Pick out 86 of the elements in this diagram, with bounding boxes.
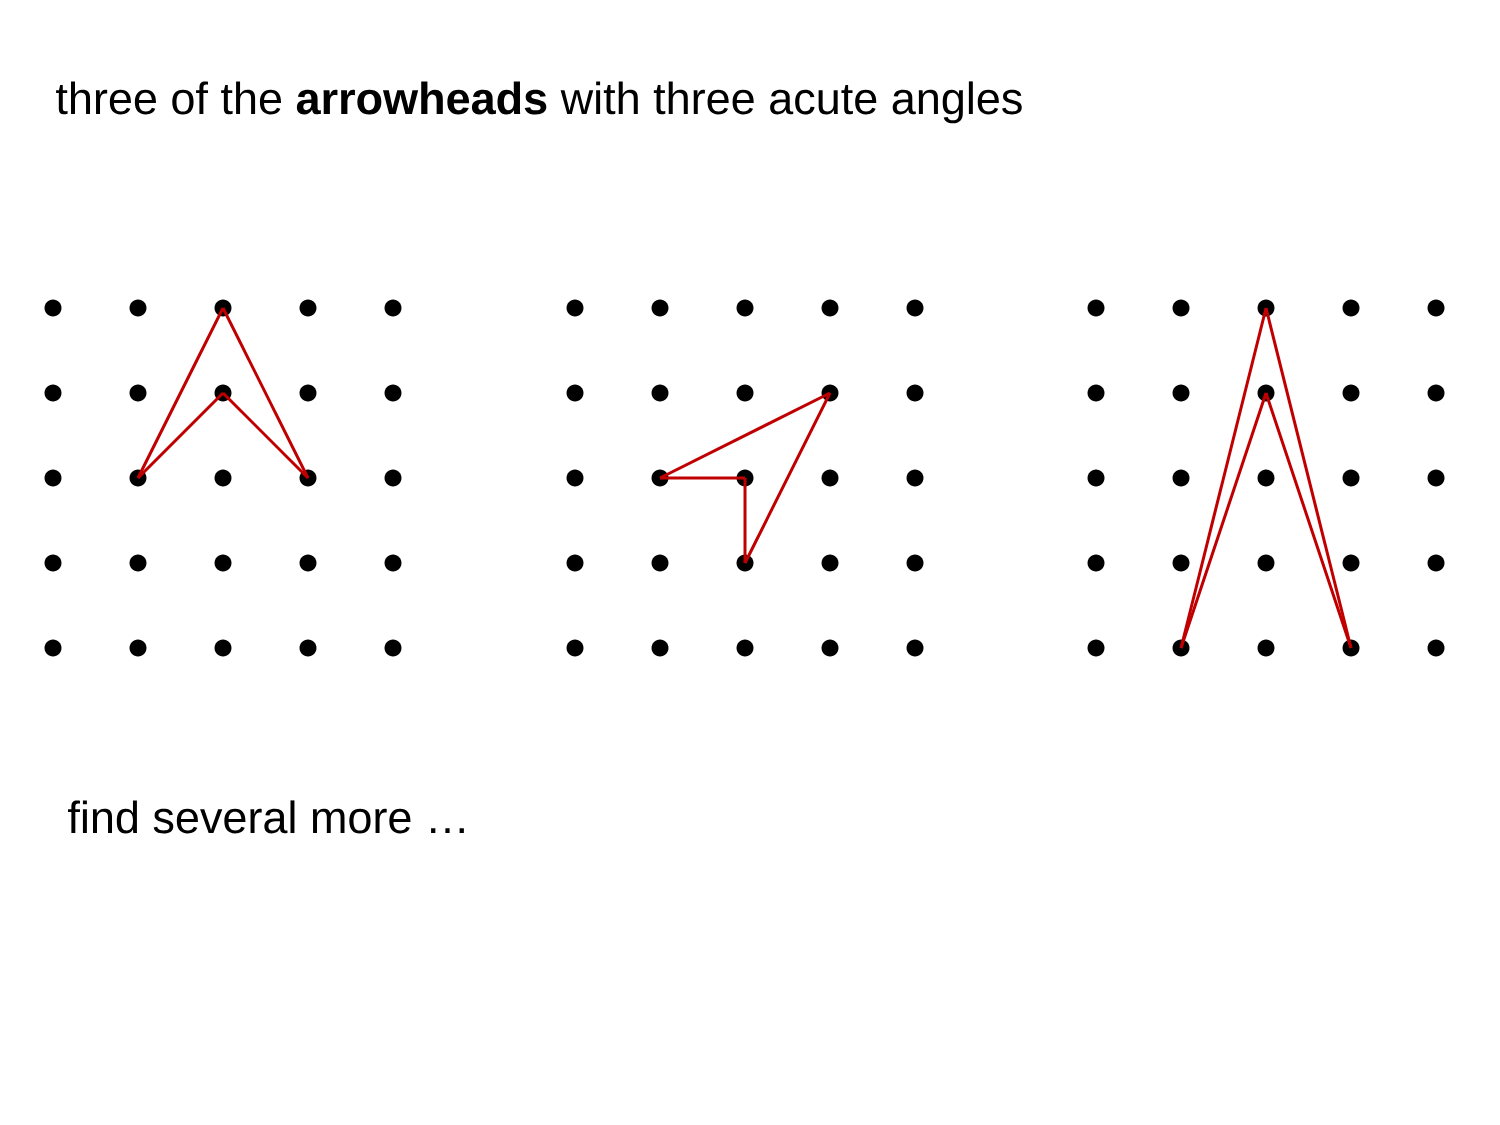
grid-dot [299,299,317,317]
grid-dot [906,639,924,657]
grid-dot [44,384,62,402]
grid-dot [736,384,754,402]
polygon-side [1264,307,1353,649]
grid-dot [384,469,402,487]
grid-dot [214,554,232,572]
grid-dot [651,469,669,487]
grid-dot [1427,554,1445,572]
grid-dot [1427,639,1445,657]
grid-dot [1427,469,1445,487]
polygon-side [743,478,747,563]
grid-dot [299,384,317,402]
grid-dot [1427,299,1445,317]
grid-dot [1172,469,1190,487]
grid-dot [44,469,62,487]
grid-dot [1087,384,1105,402]
grid-dot [44,554,62,572]
grid-dot [1257,554,1275,572]
polygon-side [1179,392,1268,649]
grid-dot [736,639,754,657]
grid-dot [1087,469,1105,487]
grid-dot [1257,384,1275,402]
grid-dot [651,299,669,317]
grid-dot [1172,554,1190,572]
grid-dot [214,299,232,317]
grid-dot [1172,299,1190,317]
grid-dot [1257,299,1275,317]
grid-dot [299,639,317,657]
grid-dot [821,469,839,487]
grid-dot [906,299,924,317]
grid-dot [906,469,924,487]
grid-dot [384,554,402,572]
grid-dot [1257,469,1275,487]
grid-dot [1257,639,1275,657]
grid-dot [1172,384,1190,402]
grid-dot [1342,384,1360,402]
grid-dot [129,384,147,402]
grid-dot [566,299,584,317]
grid-dot [129,639,147,657]
grid-dot [566,639,584,657]
grid-dot [44,299,62,317]
grid-dot [129,554,147,572]
grid-dot [129,299,147,317]
grid-dot [1342,469,1360,487]
grid-dot [821,384,839,402]
grid-dot [821,299,839,317]
grid-dot [214,469,232,487]
grid-dot [214,639,232,657]
polygon-side [221,391,310,480]
grid-dot [906,554,924,572]
grid-dot [1342,299,1360,317]
grid-dot [299,554,317,572]
polygon-side [743,392,832,564]
title: three of the arrowheads with three acute angles [56,81,1022,124]
grid-dot [44,639,62,657]
polygon-side [221,307,310,479]
grid-dot [566,554,584,572]
grid-dot [736,299,754,317]
grid-dot [821,639,839,657]
grid-dot [1427,384,1445,402]
grid-dot [736,469,754,487]
polygon-side [136,391,225,480]
note: find several more … [68,800,464,834]
grid-dot [651,554,669,572]
grid-dot [1087,639,1105,657]
grid-dot [129,469,147,487]
grid-dot [214,384,232,402]
grid-dot [566,384,584,402]
grid-dot [384,299,402,317]
grid-dot [1087,299,1105,317]
grid-dot [299,469,317,487]
grid-dot [906,384,924,402]
polygon-side [660,476,745,480]
grid-dot [566,469,584,487]
grid-dot [651,639,669,657]
grid-dot [384,639,402,657]
grid-dot [1087,554,1105,572]
grid-dot [736,554,754,572]
grid-dot [384,384,402,402]
grid-dot [1342,639,1360,657]
grid-dot [1342,554,1360,572]
polygon-side [659,391,831,480]
grid-dot [821,554,839,572]
grid-dot [1172,639,1190,657]
grid-dot [651,384,669,402]
